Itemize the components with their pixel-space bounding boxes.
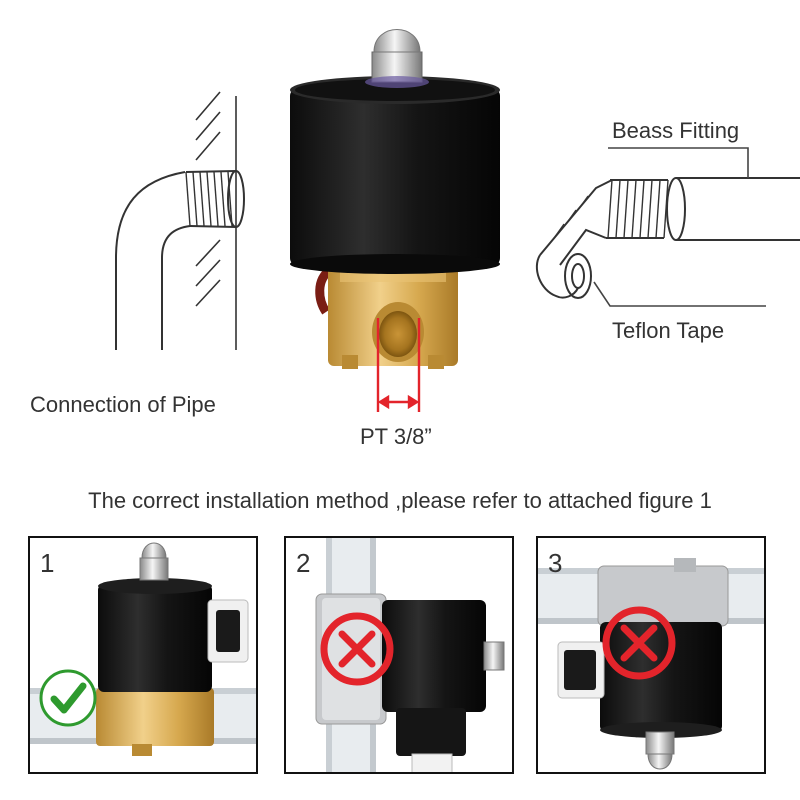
panel-number: 3 bbox=[548, 548, 563, 578]
wall-hatch bbox=[195, 91, 237, 350]
top-illustration bbox=[115, 29, 800, 412]
panel-number: 1 bbox=[40, 548, 55, 578]
installation-panel-2: 2 bbox=[284, 536, 514, 774]
elbow-pipe-drawing bbox=[115, 170, 245, 350]
cross-icon bbox=[602, 606, 676, 680]
teflon-tape-label: Teflon Tape bbox=[612, 318, 725, 343]
check-icon bbox=[39, 669, 97, 727]
brass-fitting-label: Beass Fitting bbox=[612, 118, 740, 143]
installation-panel-3: 3 bbox=[536, 536, 766, 774]
connection-of-pipe-label: Connection of Pipe bbox=[30, 392, 216, 417]
label-leaders bbox=[593, 147, 766, 307]
panel-number: 2 bbox=[296, 548, 311, 578]
cross-icon bbox=[320, 612, 394, 686]
installation-panel-1: 1 bbox=[28, 536, 258, 774]
fitting-drawing bbox=[535, 177, 800, 299]
panel-3-illustration bbox=[538, 558, 764, 770]
thread-dimension bbox=[376, 318, 421, 412]
panel-1-illustration bbox=[30, 542, 256, 756]
thread-size-label: PT 3/8” bbox=[360, 424, 432, 449]
installation-caption: The correct installation method ,please … bbox=[88, 488, 712, 513]
solenoid-valve bbox=[290, 29, 500, 369]
